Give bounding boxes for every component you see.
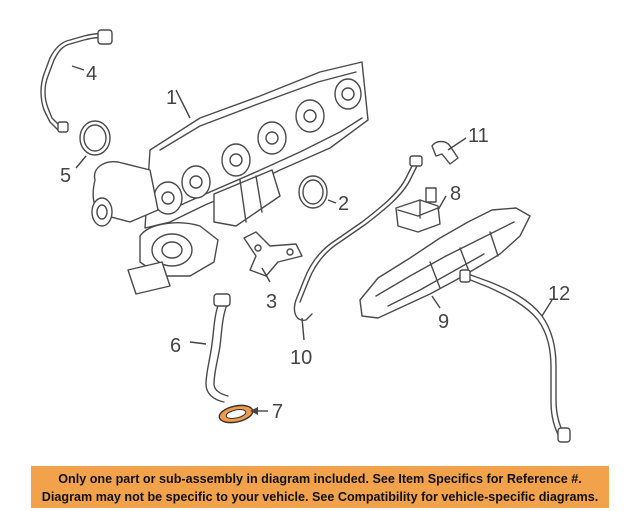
part-elbow-connector [431, 140, 459, 165]
part-seal-ring-5 [79, 120, 111, 156]
disclaimer-banner: Only one part or sub-assembly in diagram… [31, 466, 609, 508]
part-coolant-line [205, 293, 231, 403]
callout-10: 10 [290, 347, 312, 369]
part-solenoid-valve [395, 187, 441, 233]
callout-9: 9 [438, 311, 449, 333]
callout-12: 12 [548, 283, 570, 305]
disclaimer-line-1: Only one part or sub-assembly in diagram… [58, 472, 582, 486]
callout-8: 8 [450, 183, 461, 205]
part-heat-shield [359, 207, 531, 319]
part-oil-return-line [459, 269, 571, 443]
callout-11: 11 [468, 125, 489, 147]
callout-3: 3 [266, 291, 277, 313]
callout-2: 2 [338, 193, 349, 215]
part-turbocharger-manifold [91, 61, 369, 295]
part-gasket-highlighted [218, 404, 254, 424]
callout-6: 6 [170, 335, 181, 357]
callout-7: 7 [272, 401, 283, 423]
callout-5: 5 [60, 165, 71, 187]
part-vacuum-hose [293, 155, 423, 321]
disclaimer-line-2: Diagram may not be specific to your vehi… [41, 490, 599, 504]
leader-lines [71, 65, 553, 415]
part-oil-feed-line [40, 29, 113, 133]
parts-diagram: 1 2 3 4 5 6 7 8 9 10 11 12 [40, 29, 571, 443]
callout-1: 1 [166, 87, 177, 109]
part-bracket [243, 231, 303, 277]
part-seal-ring-2 [298, 175, 328, 209]
callout-4: 4 [86, 63, 97, 85]
